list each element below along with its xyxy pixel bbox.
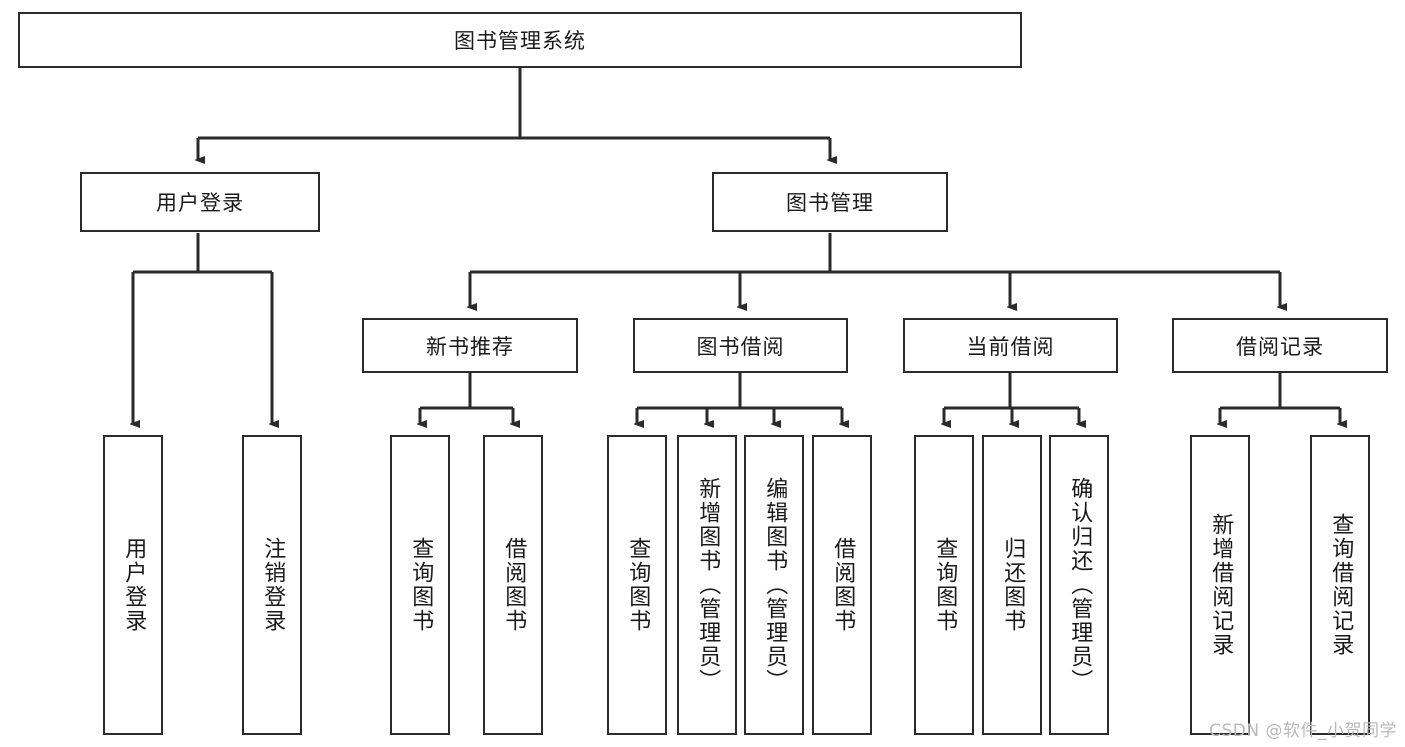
leaf-query-record-label: 查询借阅记录: [1328, 513, 1354, 657]
node-root-label: 图书管理系统: [454, 29, 586, 53]
leaf-confirm-return[interactable]: 确认归还（管理员）: [1049, 435, 1109, 735]
leaf-query-books-3-label: 查询图书: [932, 537, 958, 633]
leaf-return-book-label: 归还图书: [1000, 537, 1026, 633]
node-borrow-record[interactable]: 借阅记录: [1172, 318, 1388, 373]
leaf-query-books-3[interactable]: 查询图书: [914, 435, 974, 735]
node-user-login[interactable]: 用户登录: [80, 172, 320, 232]
leaf-query-books-1[interactable]: 查询图书: [390, 435, 450, 735]
node-current-borrow-label: 当前借阅: [966, 334, 1055, 359]
node-borrow-record-label: 借阅记录: [1236, 334, 1324, 359]
leaf-query-record[interactable]: 查询借阅记录: [1310, 435, 1370, 735]
leaf-edit-book-label: 编辑图书（管理员）: [762, 477, 788, 693]
leaf-borrow-books-1[interactable]: 借阅图书: [483, 435, 543, 735]
leaf-borrow-books-2-label: 借阅图书: [830, 537, 856, 633]
node-book-borrow[interactable]: 图书借阅: [633, 318, 848, 373]
leaf-query-books-2-label: 查询图书: [625, 537, 651, 633]
leaf-logout[interactable]: 注销登录: [242, 435, 302, 735]
node-book-management[interactable]: 图书管理: [712, 172, 948, 232]
leaf-return-book[interactable]: 归还图书: [982, 435, 1042, 735]
node-book-borrow-label: 图书借阅: [696, 334, 785, 359]
leaf-add-record-label: 新增借阅记录: [1208, 513, 1234, 657]
leaf-logout-label: 注销登录: [260, 537, 286, 633]
node-root[interactable]: 图书管理系统: [18, 12, 1022, 68]
leaf-borrow-books-1-label: 借阅图书: [501, 537, 527, 633]
leaf-user-login[interactable]: 用户登录: [103, 435, 163, 735]
node-new-book-recommend[interactable]: 新书推荐: [362, 318, 578, 373]
node-book-management-label: 图书管理: [786, 191, 874, 215]
leaf-confirm-return-label: 确认归还（管理员）: [1067, 477, 1093, 693]
leaf-add-book[interactable]: 新增图书（管理员）: [677, 435, 737, 735]
leaf-add-book-label: 新增图书（管理员）: [695, 477, 721, 693]
leaf-query-books-1-label: 查询图书: [408, 537, 434, 633]
node-current-borrow[interactable]: 当前借阅: [903, 318, 1118, 373]
node-new-book-recommend-label: 新书推荐: [426, 334, 514, 359]
leaf-add-record[interactable]: 新增借阅记录: [1190, 435, 1250, 735]
leaf-query-books-2[interactable]: 查询图书: [607, 435, 667, 735]
node-user-login-label: 用户登录: [156, 191, 244, 215]
leaf-borrow-books-2[interactable]: 借阅图书: [812, 435, 872, 735]
watermark: CSDN @软件_小贺同学: [1209, 721, 1397, 741]
leaf-edit-book[interactable]: 编辑图书（管理员）: [744, 435, 804, 735]
leaf-user-login-label: 用户登录: [121, 537, 147, 633]
